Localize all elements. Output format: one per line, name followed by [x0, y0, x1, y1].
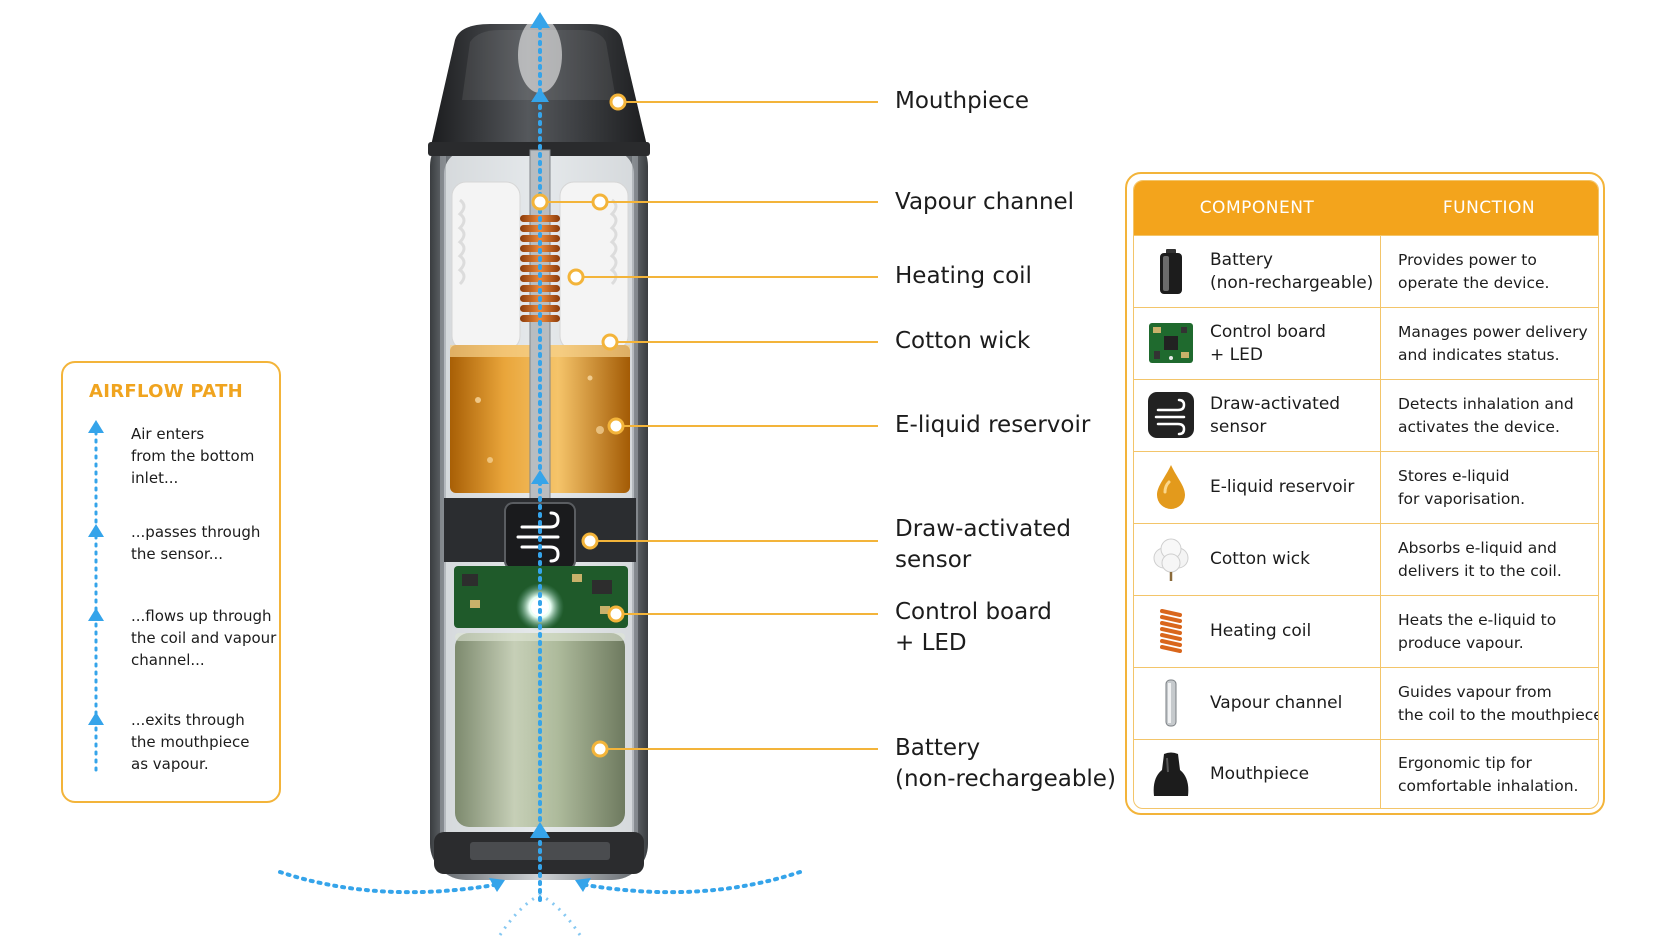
circuit-board-icon	[1149, 323, 1193, 363]
callout-cotton-wick: Cotton wick	[895, 328, 1031, 354]
battery-icon	[1160, 249, 1182, 294]
coil-icon	[1160, 609, 1182, 653]
table-row: Control board+ LED Manages power deliver…	[1134, 307, 1598, 379]
callout-vapour-channel: Vapour channel	[895, 189, 1075, 215]
header-function: FUNCTION	[1442, 198, 1536, 218]
component-table: COMPONENT FUNCTION Battery(non-rechargea…	[1125, 172, 1605, 815]
header-component: COMPONENT	[1199, 198, 1315, 218]
table-header: COMPONENT FUNCTION	[1134, 181, 1598, 235]
airflow-path-arrow	[88, 420, 104, 774]
coil-turn	[520, 275, 560, 282]
airflow-sensor-icon	[1148, 392, 1194, 438]
coil-turn	[520, 315, 560, 322]
callout-heating-coil: Heating coil	[895, 263, 1032, 289]
cotton-wick-part	[451, 181, 629, 351]
vapour-haze	[518, 17, 562, 93]
tube-icon	[1165, 679, 1177, 727]
mouthpiece-icon	[1153, 752, 1189, 796]
callout-control-board: Control board+ LED	[895, 599, 1052, 656]
callout-e-liquid-reservoir: E-liquid reservoir	[895, 412, 1091, 438]
airflow-arrows	[278, 10, 802, 936]
leader-lines	[531, 93, 878, 758]
table-row: Battery(non-rechargeable) Provides power…	[1134, 235, 1598, 307]
airflow-path-title: AIRFLOW PATH	[89, 381, 244, 402]
cotton-icon	[1153, 538, 1189, 581]
callout-mouthpiece: Mouthpiece	[895, 88, 1030, 114]
liquid-drop-icon	[1157, 465, 1185, 509]
callout-battery: Battery(non-rechargeable)	[895, 735, 1116, 792]
coil-turn	[520, 235, 560, 242]
